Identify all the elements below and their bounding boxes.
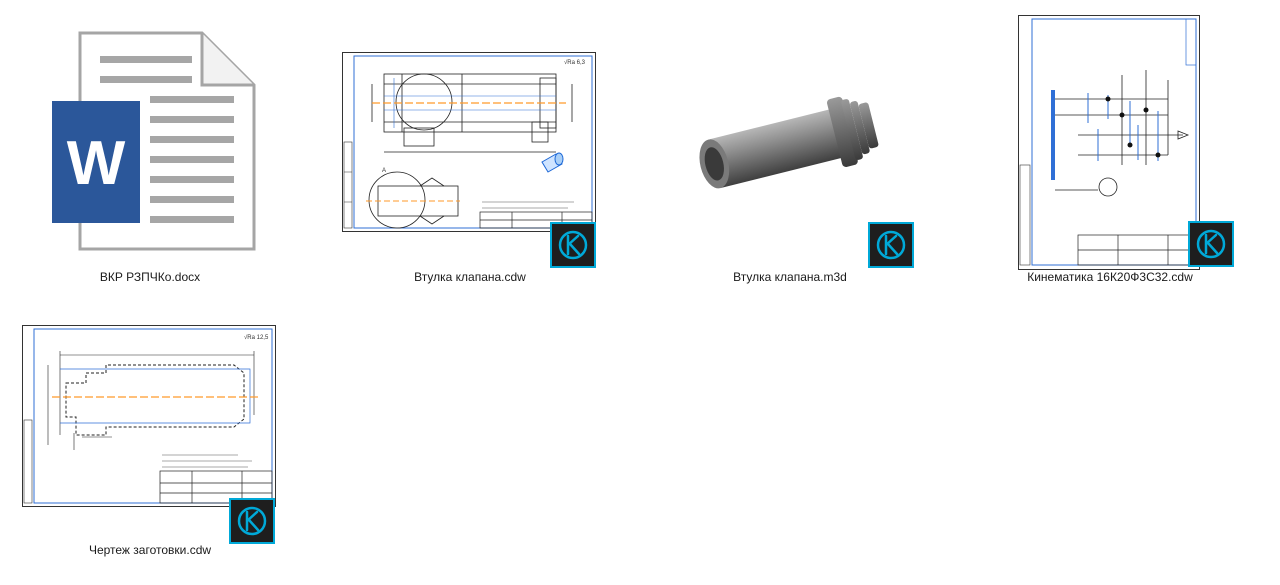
word-letter: W bbox=[67, 129, 126, 198]
file-name-label: Чертеж заготовки.cdw bbox=[88, 543, 212, 557]
svg-text:√Ra 6,3: √Ra 6,3 bbox=[564, 59, 586, 66]
file-tile-kinematics-drawing[interactable]: Кинематика 16К20Ф3С32.cdw bbox=[990, 10, 1250, 290]
kompas-badge-icon bbox=[1188, 221, 1234, 267]
svg-text:√Ra 12,5: √Ra 12,5 bbox=[244, 334, 269, 341]
file-name-label: Втулка клапана.m3d bbox=[733, 270, 847, 284]
file-name-label: ВКР РЗПЧКо.docx bbox=[99, 270, 201, 284]
file-name-label: Кинематика 16К20Ф3С32.cdw bbox=[1027, 270, 1193, 284]
drawing-thumbnail bbox=[1018, 15, 1200, 270]
word-document-icon: W bbox=[52, 30, 258, 262]
file-tile-valve-sleeve-model[interactable]: Втулка клапана.m3d bbox=[660, 20, 920, 290]
file-tile-blank-drawing[interactable]: √Ra 12,5 bbox=[10, 315, 290, 575]
file-name-label: Втулка клапана.cdw bbox=[414, 270, 526, 284]
kompas-badge-icon bbox=[229, 498, 275, 544]
svg-text:A: A bbox=[382, 168, 386, 174]
file-tile-docx[interactable]: W ВКР РЗПЧКо.docx bbox=[40, 20, 260, 290]
kompas-badge-icon bbox=[550, 222, 596, 268]
3d-model-thumbnail bbox=[680, 80, 900, 210]
file-tile-valve-sleeve-drawing[interactable]: √Ra 6,3 bbox=[330, 20, 610, 290]
drawing-thumbnail: √Ra 6,3 bbox=[342, 52, 596, 232]
kompas-badge-icon bbox=[868, 222, 914, 268]
drawing-thumbnail: √Ra 12,5 bbox=[22, 325, 276, 507]
